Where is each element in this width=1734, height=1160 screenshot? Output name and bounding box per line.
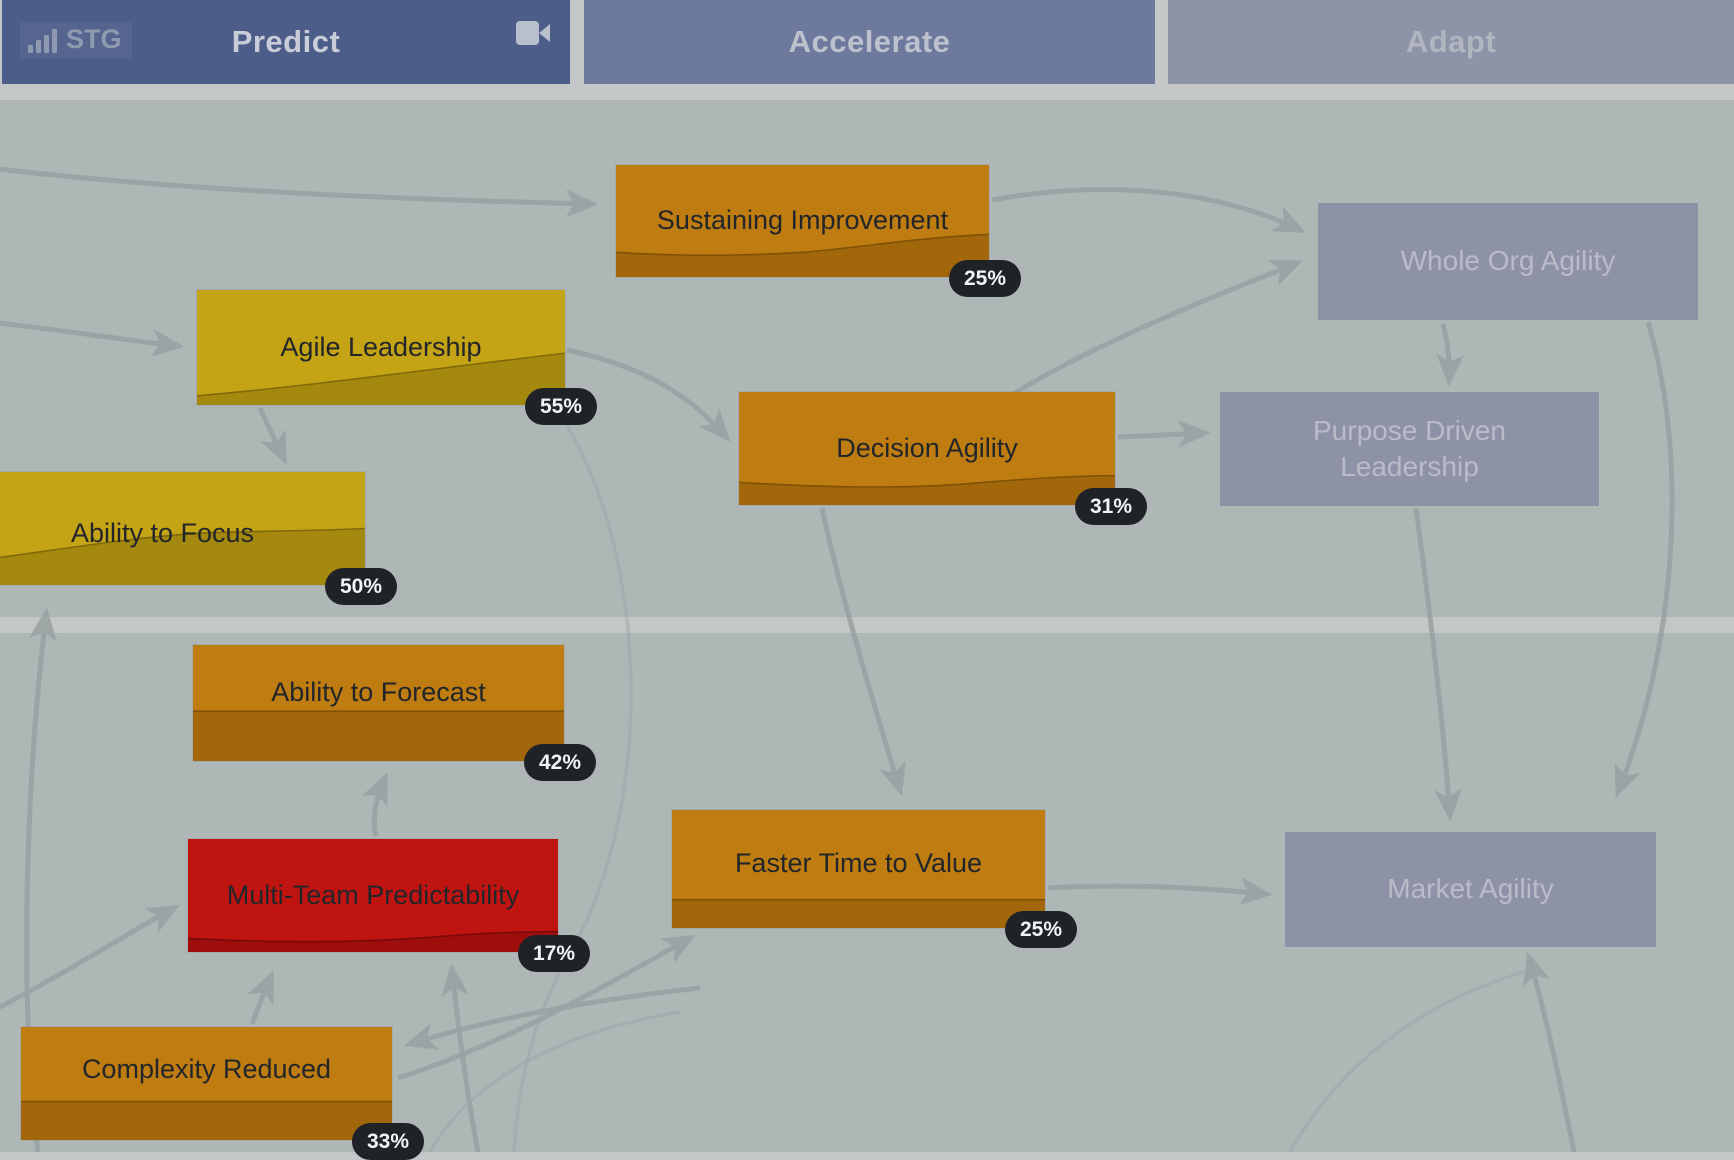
- tab-adapt[interactable]: Adapt: [1168, 0, 1734, 84]
- tab-predict[interactable]: STG Predict: [2, 0, 570, 84]
- node-label: Ability to Focus: [70, 517, 255, 548]
- node-decision-agility[interactable]: Decision Agility 31%: [739, 392, 1147, 525]
- node-value-badge: 55%: [525, 388, 597, 425]
- stg-logo-text: STG: [66, 24, 122, 54]
- node-value-badge: 25%: [949, 260, 1021, 297]
- node-label: Whole Org Agility: [1400, 245, 1616, 277]
- video-camera-icon[interactable]: [516, 21, 550, 45]
- trend-sparkline: [616, 165, 989, 277]
- node-value-badge: 33%: [352, 1123, 424, 1160]
- node-label: Market Agility: [1387, 873, 1554, 905]
- node-ability-to-focus[interactable]: Ability to Focus 50%: [0, 472, 397, 605]
- arrow-into-sustaining-improvement: [0, 166, 599, 218]
- tab-predict-label: Predict: [231, 24, 341, 59]
- trend-sparkline: [672, 810, 1045, 928]
- arrow-whole-org-to-market-agility: [1614, 321, 1675, 799]
- arrow-sustaining-to-whole-org-agility: [991, 187, 1306, 233]
- arrow-agile-leadership-to-ability-to-focus: [257, 406, 287, 465]
- arrow-decision-to-whole-org-agility: [998, 259, 1304, 405]
- node-value-badge: 17%: [518, 935, 590, 972]
- arrow-agile-leadership-to-decision-agility: [566, 347, 731, 442]
- trend-sparkline: [21, 1027, 392, 1140]
- arrow-decision-to-faster-time-to-value: [819, 507, 906, 797]
- trend-sparkline: [193, 645, 564, 761]
- node-value-badge: 50%: [325, 568, 397, 605]
- arrow-decision-to-purpose-driven: [1117, 419, 1211, 448]
- background-curve-1: [512, 423, 633, 1152]
- trend-sparkline: [739, 392, 1115, 505]
- node-whole-org-agility[interactable]: Whole Org Agility: [1318, 203, 1698, 320]
- node-label: Purpose Driven Leadership: [1313, 414, 1506, 482]
- node-label: Decision Agility: [836, 432, 1018, 463]
- tab-accelerate-label: Accelerate: [788, 24, 951, 59]
- node-label: Multi-Team Predictability: [226, 879, 520, 910]
- arrow-into-agile-leadership: [0, 320, 185, 357]
- node-multi-team-predictability[interactable]: Multi-Team Predictability 17%: [188, 839, 590, 972]
- node-faster-time-to-value[interactable]: Faster Time to Value 25%: [672, 810, 1077, 948]
- arrow-whole-org-to-purpose-driven: [1436, 323, 1465, 387]
- node-value-badge: 25%: [1005, 911, 1077, 948]
- node-label: Ability to Forecast: [271, 677, 486, 708]
- tab-accelerate[interactable]: Accelerate: [584, 0, 1155, 84]
- node-sustaining-improvement[interactable]: Sustaining Improvement 25%: [616, 165, 1021, 297]
- background-curve-2: [428, 1010, 681, 1152]
- trend-sparkline: [188, 839, 558, 952]
- node-label: Agile Leadership: [280, 331, 482, 362]
- node-ability-to-forecast[interactable]: Ability to Forecast 42%: [193, 645, 596, 781]
- background-curve-3: [1288, 970, 1525, 1152]
- arrow-complexity-to-multi-team: [247, 970, 274, 1025]
- bar-chart-icon: [28, 29, 57, 53]
- node-label: Faster Time to Value: [734, 848, 983, 879]
- arrow-bottom-into-market-agility: [1523, 951, 1577, 1152]
- arrow-left-into-multi-team: [0, 904, 180, 1010]
- arrow-purpose-driven-to-market-agility: [1413, 507, 1463, 822]
- node-label: Complexity Reduced: [81, 1053, 332, 1084]
- node-complexity-reduced[interactable]: Complexity Reduced 33%: [21, 1027, 424, 1160]
- arrow-bottom-into-multi-team: [440, 963, 481, 1152]
- arrow-right-into-complexity-reduced: [403, 985, 701, 1050]
- arrow-faster-time-to-value-to-market-agility: [1047, 877, 1273, 906]
- trend-sparkline: [197, 290, 565, 405]
- trend-sparkline: [0, 472, 365, 585]
- arrow-multi-team-to-ability-to-forecast: [361, 772, 388, 837]
- stg-logo: STG: [20, 22, 132, 59]
- node-value-badge: 42%: [524, 744, 596, 781]
- node-label: Sustaining Improvement: [656, 205, 949, 236]
- node-value-badge: 31%: [1075, 488, 1147, 525]
- node-purpose-driven-leadership[interactable]: Purpose Driven Leadership: [1220, 392, 1599, 506]
- tab-adapt-label: Adapt: [1405, 24, 1497, 59]
- node-market-agility[interactable]: Market Agility: [1285, 832, 1656, 947]
- node-agile-leadership[interactable]: Agile Leadership 55%: [197, 290, 597, 425]
